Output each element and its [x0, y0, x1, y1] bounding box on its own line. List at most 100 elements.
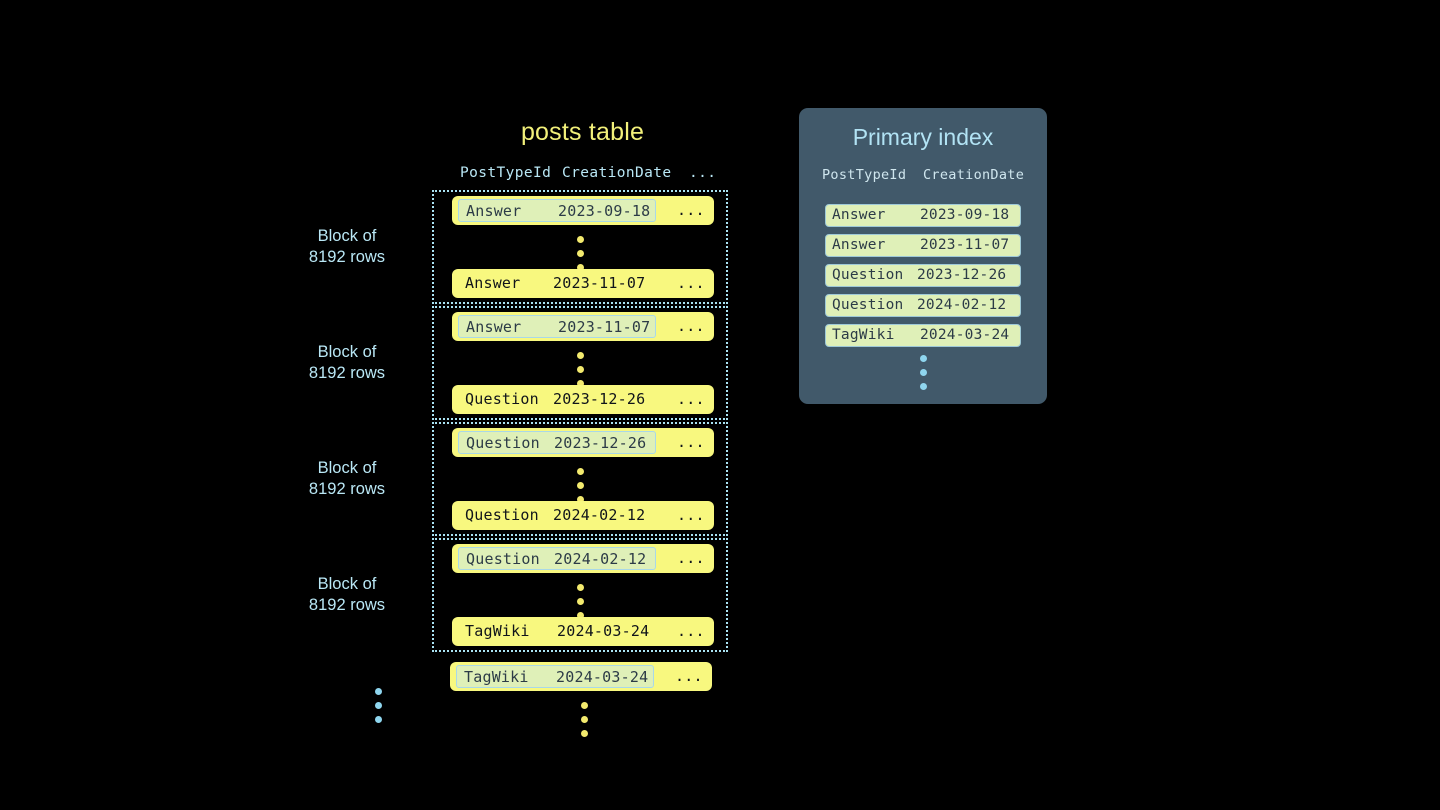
cell-creation-date: 2024-02-12 [553, 506, 646, 524]
row-cells: Question 2024-02-12 [458, 504, 656, 527]
index-ellipsis-dots [920, 355, 927, 390]
block-label-4: Block of 8192 rows [282, 574, 412, 616]
primary-index-title: Primary index [852, 124, 994, 150]
cell-creation-date: 2024-02-12 [917, 297, 1007, 313]
cell-creation-date: 2023-09-18 [558, 202, 651, 220]
cell-post-type-id: Question [832, 297, 904, 313]
table-bottom-ellipsis-dots [581, 702, 588, 737]
dot [920, 369, 927, 376]
cell-post-type-id: Answer [466, 318, 522, 336]
dot [577, 584, 584, 591]
cell-creation-date: 2024-03-24 [556, 668, 649, 686]
cell-more: ... [677, 317, 705, 335]
cell-creation-date: 2023-09-18 [920, 207, 1010, 223]
table-block-2: Block of 8192 rows Answer 2023-11-07 ...… [309, 306, 728, 420]
row-ellipsis-dots [577, 468, 584, 503]
blocks-continue-ellipsis-dots [375, 688, 382, 723]
posts-table-title: posts table [520, 118, 645, 146]
table-block-3: Block of 8192 rows Question 2023-12-26 .… [309, 422, 728, 536]
row-cells: TagWiki 2024-03-24 [458, 620, 656, 643]
posts-table-column-headers: PostTypeId CreationDate ... [444, 165, 735, 185]
cell-creation-date: 2023-12-26 [917, 267, 1007, 283]
block-label-line-2: 8192 rows [308, 596, 386, 614]
dot [577, 482, 584, 489]
cell-creation-date: 2024-03-24 [557, 622, 650, 640]
block-label-line-1: Block of [317, 227, 377, 245]
row-highlight-box: Question 2024-02-12 [458, 547, 656, 570]
table-row-trailing[interactable]: TagWiki 2024-03-24 ... [450, 662, 712, 691]
cell-more: ... [677, 622, 705, 640]
row-ellipsis-dots [577, 584, 584, 619]
cell-post-type-id: Answer [465, 274, 521, 292]
row-highlight-box: Question 2023-12-26 [458, 431, 656, 454]
primary-index-column-headers: PostTypeId CreationDate [799, 167, 1047, 187]
row-ellipsis-dots [577, 352, 584, 387]
cell-more: ... [677, 390, 705, 408]
cell-creation-date: 2024-03-24 [920, 327, 1010, 343]
primary-index-panel: Primary index PostTypeId CreationDate An… [799, 108, 1047, 404]
row-highlight-box: Answer 2023-11-07 [458, 315, 656, 338]
table-row[interactable]: Question 2023-12-26 ... [452, 385, 714, 414]
index-row[interactable]: Answer 2023-09-18 [825, 204, 1021, 227]
cell-creation-date: 2023-11-07 [558, 318, 651, 336]
cell-more: ... [675, 667, 703, 685]
dot [577, 352, 584, 359]
table-row[interactable]: Answer 2023-11-07 ... [452, 312, 714, 341]
block-label-line-2: 8192 rows [308, 364, 386, 382]
cell-post-type-id: Question [832, 267, 904, 283]
cell-more: ... [677, 201, 705, 219]
block-label-line-2: 8192 rows [308, 480, 386, 498]
row-highlight-box: Answer 2023-09-18 [458, 199, 656, 222]
cell-more: ... [677, 433, 705, 451]
table-row[interactable]: Answer 2023-11-07 ... [452, 269, 714, 298]
dot [375, 702, 382, 709]
cell-creation-date: 2023-11-07 [920, 237, 1010, 253]
cell-creation-date: 2023-12-26 [553, 390, 646, 408]
index-row[interactable]: TagWiki 2024-03-24 [825, 324, 1021, 347]
index-row[interactable]: Question 2024-02-12 [825, 294, 1021, 317]
block-label-line-1: Block of [317, 575, 377, 593]
block-label-3: Block of 8192 rows [282, 458, 412, 500]
row-cells: Question 2023-12-26 [458, 388, 656, 411]
cell-post-type-id: Answer [832, 237, 886, 253]
table-row[interactable]: TagWiki 2024-03-24 ... [452, 617, 714, 646]
dot [920, 383, 927, 390]
dot [577, 366, 584, 373]
table-row[interactable]: Question 2024-02-12 ... [452, 501, 714, 530]
column-header-creation-date: CreationDate [562, 165, 672, 181]
dot [577, 598, 584, 605]
dot [577, 250, 584, 257]
dot [375, 716, 382, 723]
block-label-line-1: Block of [317, 459, 377, 477]
row-highlight-box: TagWiki 2024-03-24 [456, 665, 654, 688]
index-row[interactable]: Question 2023-12-26 [825, 264, 1021, 287]
cell-post-type-id: TagWiki [465, 622, 530, 640]
column-header-more: ... [689, 165, 717, 181]
index-row[interactable]: Answer 2023-11-07 [825, 234, 1021, 257]
dot [920, 355, 927, 362]
dot [577, 264, 584, 271]
cell-post-type-id: Answer [832, 207, 886, 223]
row-ellipsis-dots [577, 236, 584, 271]
dot [577, 468, 584, 475]
dot [577, 612, 584, 619]
block-label-1: Block of 8192 rows [282, 226, 412, 268]
cell-post-type-id: Answer [466, 202, 522, 220]
cell-more: ... [677, 549, 705, 567]
table-row[interactable]: Question 2024-02-12 ... [452, 544, 714, 573]
dot [581, 730, 588, 737]
dot [577, 236, 584, 243]
row-cells: Answer 2023-11-07 [458, 272, 656, 295]
cell-post-type-id: Question [465, 390, 539, 408]
block-label-line-2: 8192 rows [308, 248, 386, 266]
cell-more: ... [677, 506, 705, 524]
cell-post-type-id: TagWiki [832, 327, 895, 343]
dot [581, 716, 588, 723]
cell-post-type-id: Question [465, 506, 539, 524]
dot [577, 496, 584, 503]
table-row[interactable]: Answer 2023-09-18 ... [452, 196, 714, 225]
table-row[interactable]: Question 2023-12-26 ... [452, 428, 714, 457]
cell-more: ... [677, 274, 705, 292]
block-label-line-1: Block of [317, 343, 377, 361]
